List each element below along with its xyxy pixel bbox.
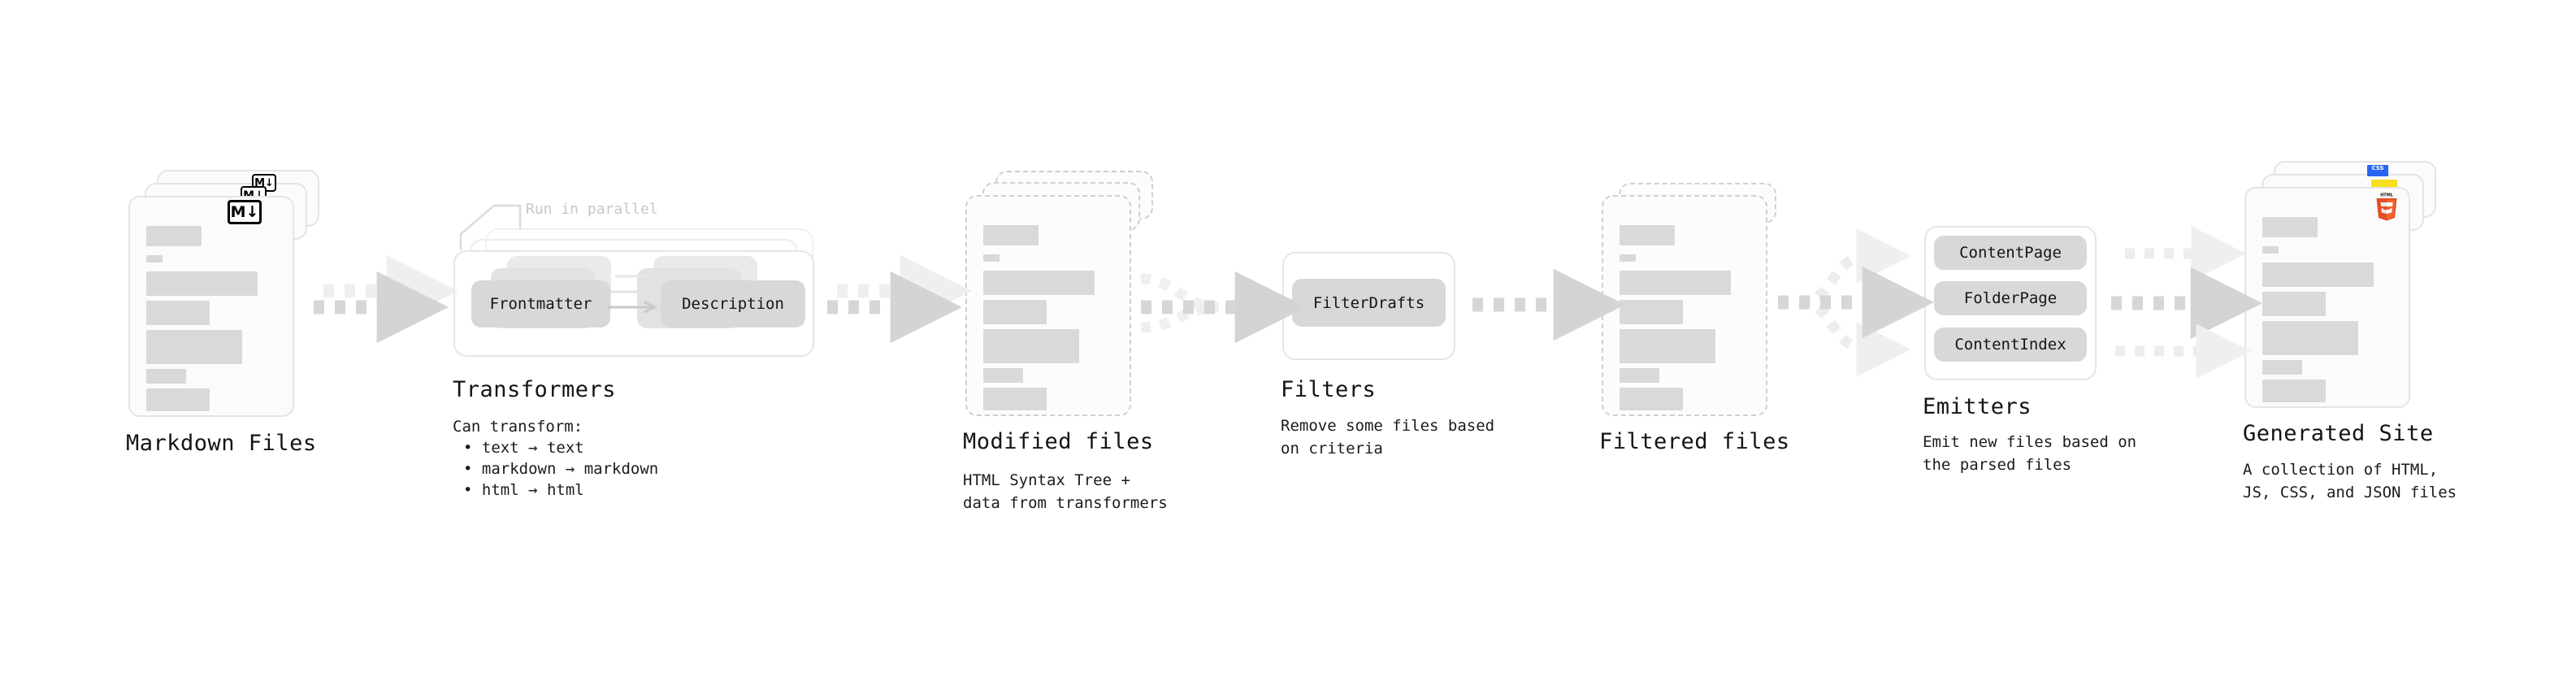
svg-text:HTML: HTML (2380, 193, 2394, 198)
emitters-chip-contentindex[interactable]: ContentIndex (1934, 327, 2087, 362)
site-bar (2262, 360, 2302, 375)
connector-md-to-transformers (314, 254, 458, 344)
filtered-bar (1620, 225, 1675, 245)
filters-chip-filterdrafts[interactable]: FilterDrafts (1292, 279, 1446, 327)
site-bar (2262, 246, 2279, 254)
filtered-bar (1620, 388, 1683, 410)
filtered-bar (1620, 254, 1636, 262)
markdown-bar (146, 301, 210, 325)
connector-transformers-to-modified (827, 254, 972, 344)
connector-modified-to-filters (1140, 271, 1307, 344)
filtered-bar (1620, 329, 1715, 363)
stage-title-filters: Filters (1281, 377, 1377, 402)
markdown-bar (146, 255, 163, 262)
transformers-subtitle: Can transform: (453, 418, 583, 436)
modified-bar (983, 254, 1000, 262)
filtered-card-front (1602, 195, 1767, 416)
emitters-chip-folderpage[interactable]: FolderPage (1934, 281, 2087, 315)
stage-title-markdown-files: Markdown Files (126, 431, 317, 456)
modified-card-front (965, 195, 1131, 416)
markdown-bar (146, 330, 242, 364)
filtered-bar (1620, 368, 1659, 383)
connector-filtered-to-emitters (1778, 228, 1934, 377)
transformers-bullet-1: • markdown → markdown (463, 460, 659, 478)
stage-title-filtered-files: Filtered files (1599, 429, 1790, 454)
transformers-bullet-0: • text → text (463, 439, 584, 457)
markdown-badge-front: M↓ (228, 200, 262, 224)
markdown-bar (146, 271, 258, 296)
modified-bar (983, 388, 1047, 410)
filtered-bar (1620, 271, 1731, 295)
site-bar (2262, 217, 2318, 237)
stage-title-emitters: Emitters (1923, 394, 2032, 419)
site-bar (2262, 292, 2326, 316)
filters-subtitle: Remove some files based on criteria (1281, 417, 1495, 458)
markdown-card-front (128, 196, 294, 417)
site-bar (2262, 262, 2374, 287)
modified-bar (983, 271, 1095, 295)
markdown-bar (146, 226, 202, 246)
modified-bar (983, 225, 1039, 245)
markdown-bar (146, 388, 210, 411)
site-bar (2262, 321, 2358, 355)
site-card-front (2244, 187, 2410, 408)
stage-title-generated-site: Generated Site (2243, 421, 2434, 446)
emitters-subtitle: Emit new files based on the parsed files (1923, 433, 2137, 474)
transformers-bullet-2: • html → html (463, 481, 584, 499)
filtered-bar (1620, 300, 1683, 324)
emitters-chip-contentpage[interactable]: ContentPage (1934, 236, 2087, 270)
markdown-bar (146, 369, 186, 384)
transformers-chip-description[interactable]: Description (661, 280, 805, 327)
transformers-chip-frontmatter[interactable]: Frontmatter (471, 280, 610, 327)
stage-title-transformers: Transformers (453, 377, 617, 402)
modified-bar (983, 368, 1023, 383)
site-subtitle: A collection of HTML, JS, CSS, and JSON … (2243, 461, 2457, 501)
css-badge-label: CSS (2371, 165, 2384, 171)
transformers-annotation: Run in parallel (526, 201, 658, 218)
modified-subtitle: HTML Syntax Tree + data from transformer… (963, 471, 1168, 512)
modified-bar (983, 329, 1079, 363)
css-badge: CSS (2367, 165, 2388, 176)
site-bar (2262, 380, 2326, 402)
html5-icon: HTML (2374, 192, 2399, 221)
modified-bar (983, 300, 1047, 324)
stage-title-modified-files: Modified files (963, 429, 1154, 454)
connector-emitters-to-site (2111, 226, 2262, 379)
